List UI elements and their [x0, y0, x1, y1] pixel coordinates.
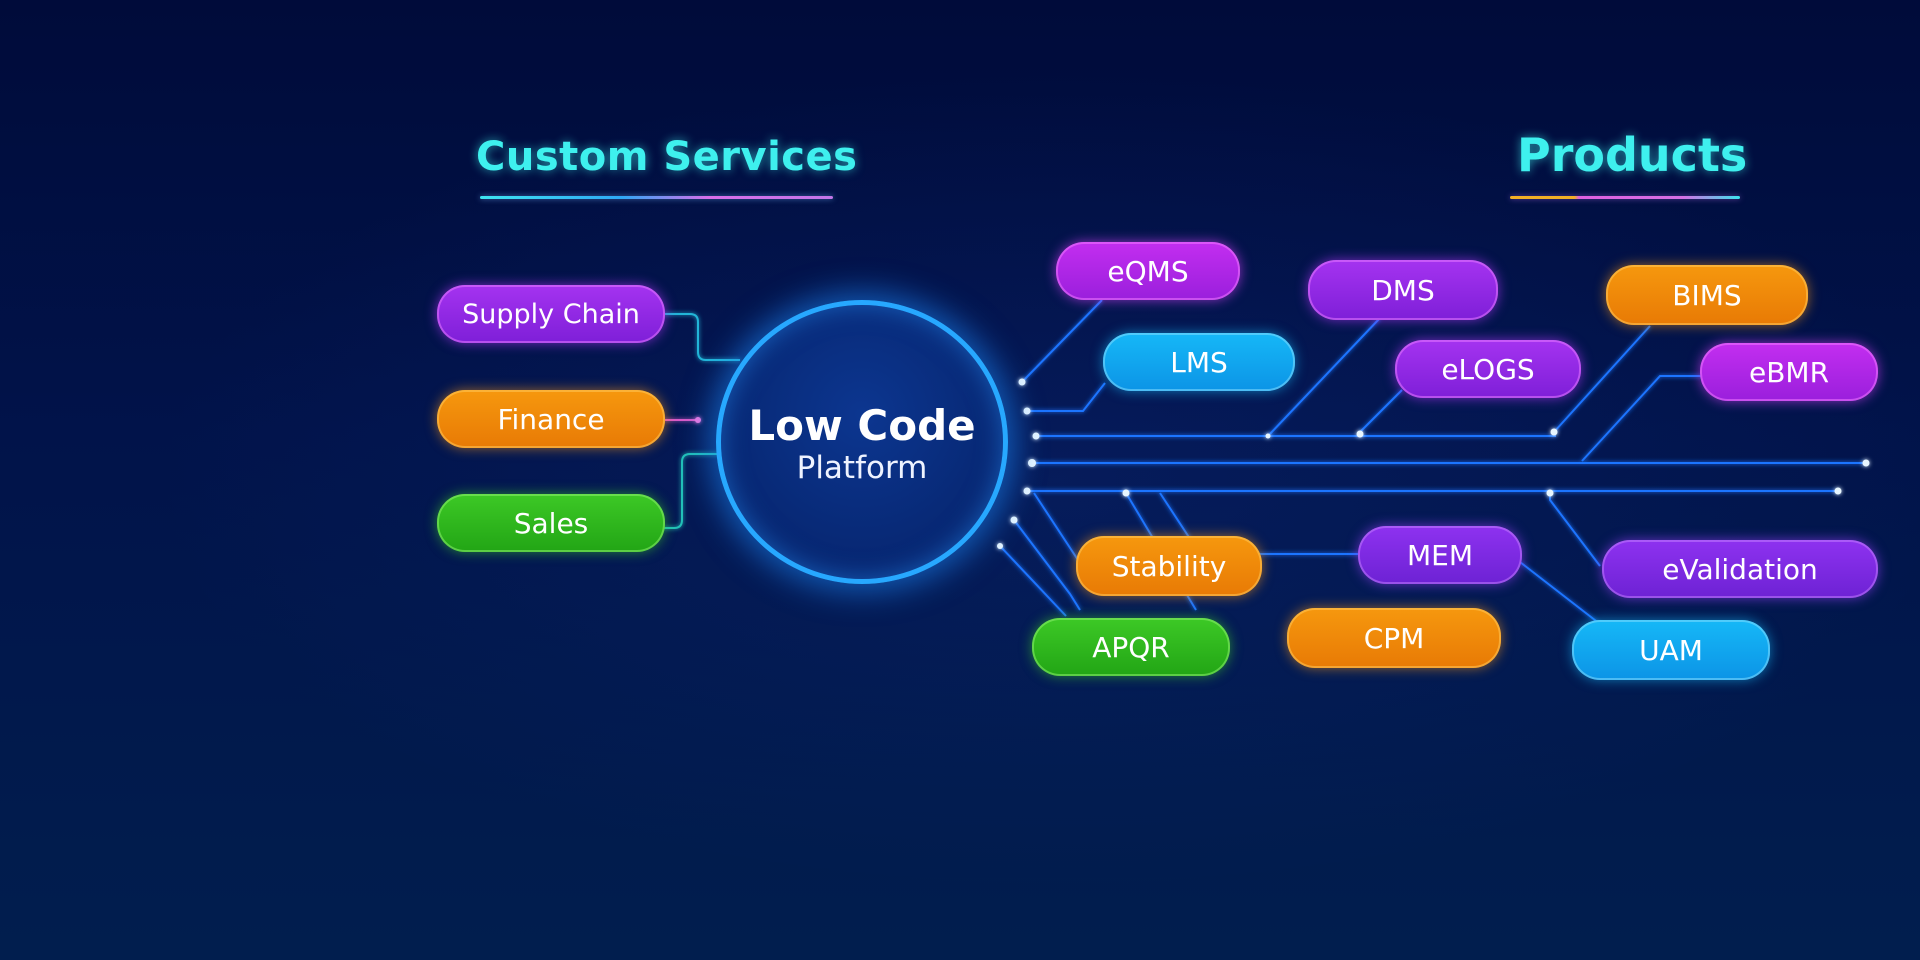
wire-elogs	[1359, 389, 1403, 433]
hub-title: Low Code	[748, 401, 976, 451]
product-lms[interactable]: LMS	[1103, 333, 1295, 391]
node-dot	[1023, 487, 1031, 495]
wire-apqr	[1013, 519, 1081, 611]
custom-services-underline	[480, 196, 833, 199]
low-code-platform-hub[interactable]: Low Code Platform	[716, 300, 1008, 584]
wire-ebmr	[1581, 375, 1706, 462]
node-dot	[1265, 433, 1271, 439]
product-evalidation[interactable]: eValidation	[1602, 540, 1878, 598]
product-eqms[interactable]: eQMS	[1056, 242, 1240, 300]
node-dot	[1122, 489, 1130, 497]
node-dot	[695, 417, 701, 423]
custom-services-heading: Custom Services	[476, 134, 858, 180]
wire-eqms	[1021, 299, 1103, 383]
service-finance[interactable]: Finance	[437, 390, 665, 448]
products-heading: Products	[1517, 128, 1748, 182]
service-sales[interactable]: Sales	[437, 494, 665, 552]
product-elogs[interactable]: eLOGS	[1395, 340, 1581, 398]
wire-dms	[1267, 317, 1381, 437]
node-dot	[1834, 487, 1842, 495]
product-uam[interactable]: UAM	[1572, 620, 1770, 680]
wire-supply-chain	[662, 313, 740, 361]
node-dot	[1862, 459, 1870, 467]
node-dot	[1010, 516, 1018, 524]
node-dot	[997, 543, 1003, 549]
wire-lms	[1027, 382, 1106, 412]
wire-uam	[1519, 561, 1601, 625]
product-apqr[interactable]: APQR	[1032, 618, 1230, 676]
product-mem[interactable]: MEM	[1358, 526, 1522, 584]
node-dot	[1032, 432, 1040, 440]
wire-sales	[662, 453, 722, 529]
node-dot	[1023, 407, 1031, 415]
product-stability[interactable]: Stability	[1076, 536, 1262, 596]
product-ebmr[interactable]: eBMR	[1700, 343, 1878, 401]
product-bims[interactable]: BIMS	[1606, 265, 1808, 325]
service-supply-chain[interactable]: Supply Chain	[437, 285, 665, 343]
node-dot	[1356, 430, 1364, 438]
products-underline	[1510, 196, 1740, 199]
node-dot	[1018, 378, 1026, 386]
wire-apqr-2	[999, 545, 1067, 617]
node-dot	[1550, 428, 1558, 436]
product-dms[interactable]: DMS	[1308, 260, 1498, 320]
node-dot	[1028, 459, 1036, 467]
hub-subtitle: Platform	[796, 449, 928, 486]
node-dot	[1546, 489, 1554, 497]
product-cpm[interactable]: CPM	[1287, 608, 1501, 668]
wire-evalidation	[1549, 493, 1601, 567]
wire-bims	[1553, 325, 1651, 433]
